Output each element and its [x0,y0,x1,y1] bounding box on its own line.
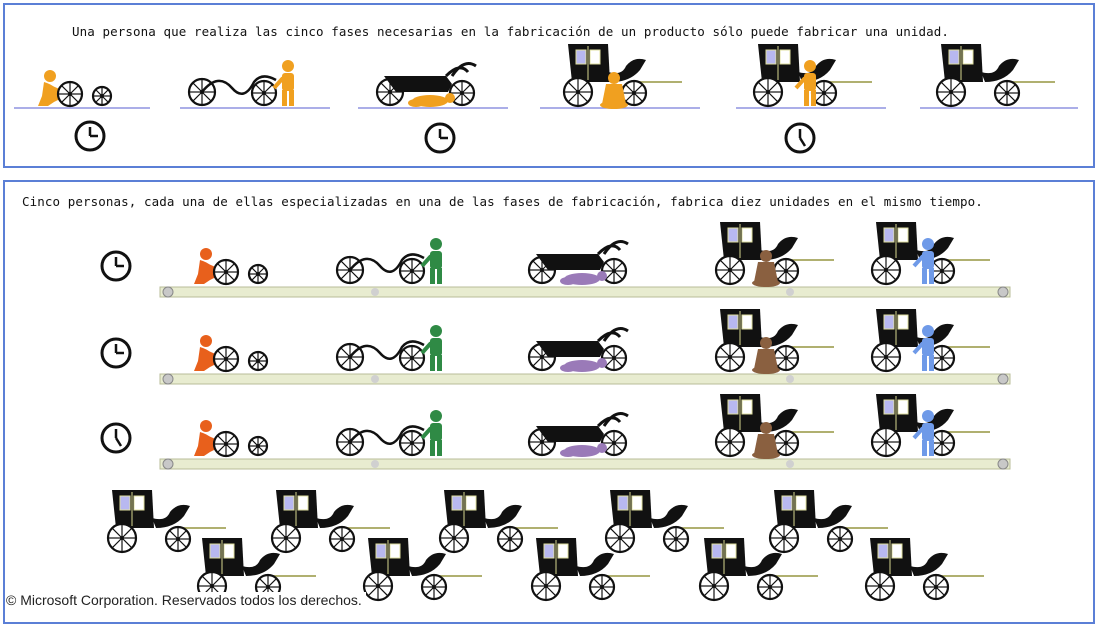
worker-icon [752,250,780,287]
production-illustration [14,44,1078,602]
worker-icon [912,410,934,456]
carriage-icon [870,309,990,373]
finished-carriage [530,538,650,602]
stage-carriage [562,44,682,109]
stage-carriage [714,394,834,459]
stage-carriage [714,309,834,374]
copyright-notice: © Microsoft Corporation. Reservados todo… [6,592,366,608]
assembly-line-caption: Cinco personas, cada una de ellas especi… [22,194,983,209]
carriage-icon [604,490,724,554]
finished-carriage [196,538,316,602]
finished-carriage [698,538,818,602]
stage-wheels [194,420,269,458]
carriage-icon [530,538,650,602]
stage-body [375,62,477,107]
stage-wheels [38,70,113,108]
carriage-icon [752,44,872,108]
stage-finishing [870,222,990,286]
worker-icon [912,325,934,371]
clock-icon [74,120,106,152]
worker-icon [420,325,442,371]
stage-body [527,327,629,372]
finished-carriage [604,490,724,554]
worker-icon [752,422,780,459]
clock-icon [424,122,456,154]
finished-carriage [106,490,226,554]
carriage-icon [768,490,888,554]
finished-carriage [438,490,558,554]
stage-finishing [870,394,990,458]
worker-icon [752,337,780,374]
finished-carriage [768,490,888,554]
stage-chassis [335,325,442,372]
carriage-icon [870,394,990,458]
worker-icon [408,93,455,107]
conveyor-belt [159,373,1011,385]
carriage-icon [362,538,482,602]
clock-icon [100,422,132,454]
worker-icon [794,60,816,106]
carriage-icon [714,309,834,373]
carriage-icon [698,538,818,602]
worker-icon [600,72,628,109]
carriage-icon [864,538,984,602]
carriage-icon [438,490,558,554]
finished-carriage [270,490,390,554]
finished-carriage [935,44,1055,108]
stage-chassis [187,60,294,107]
worker-icon [560,271,607,285]
clock-icon [100,250,132,282]
stage-wheels [194,335,269,373]
stage-body [527,240,629,285]
single-worker-panel [3,3,1095,168]
worker-icon [560,358,607,372]
finished-carriage [864,538,984,602]
conveyor-belt [159,286,1011,298]
carriage-icon [106,490,226,554]
stage-carriage [714,222,834,287]
conveyor-belt [159,458,1011,470]
clock-icon [100,337,132,369]
worker-icon [420,410,442,456]
carriage-icon [196,538,316,602]
stage-chassis [335,238,442,285]
stage-finishing [752,44,872,108]
stage-body [527,412,629,457]
worker-icon [272,60,294,106]
carriage-icon [270,490,390,554]
worker-icon [912,238,934,284]
worker-icon [560,443,607,457]
single-worker-caption: Una persona que realiza las cinco fases … [72,24,949,39]
worker-icon [420,238,442,284]
stage-wheels [194,248,269,286]
clock-icon [784,122,816,154]
carriage-icon [935,44,1055,108]
finished-carriage [362,538,482,602]
stage-finishing [870,309,990,373]
stage-chassis [335,410,442,457]
